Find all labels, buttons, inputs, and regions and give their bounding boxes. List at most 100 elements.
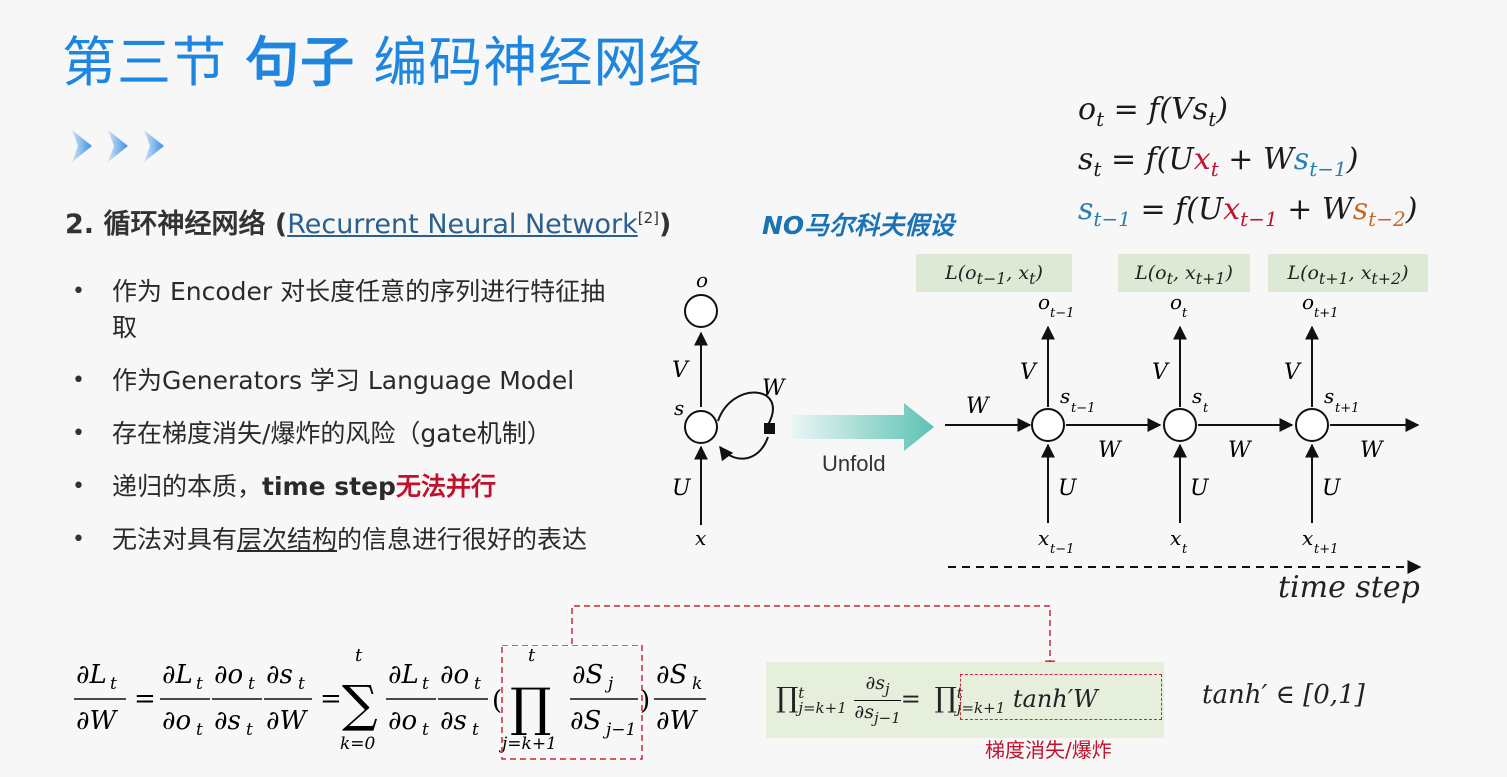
- svg-text:W: W: [1228, 438, 1253, 463]
- svg-text:V: V: [1020, 360, 1038, 385]
- bullet-item: 作为 Encoder 对长度任意的序列进行特征抽取: [70, 274, 630, 346]
- svg-text:t−1: t−1: [1071, 401, 1095, 416]
- svg-text:x: x: [1170, 526, 1181, 550]
- bullet-text: 无法对具有: [112, 525, 238, 554]
- svg-text:∂S: ∂S: [572, 660, 603, 690]
- equation-st: st = f(Uxt + Wst−1): [1078, 142, 1359, 181]
- svg-text:∂o: ∂o: [440, 660, 469, 690]
- section-prefix: 2. 循环神经网络 (: [65, 209, 288, 240]
- reference-marker[interactable]: [2]: [637, 209, 659, 227]
- svg-text:s: s: [1060, 384, 1070, 408]
- section-suffix: ): [658, 209, 672, 240]
- svg-text:∂S: ∂S: [570, 706, 601, 736]
- svg-text:V: V: [1152, 360, 1170, 385]
- svg-text:): ): [640, 686, 650, 716]
- svg-text:∂s: ∂s: [440, 706, 467, 736]
- bullet-text: 作为Generators 学习 Language Model: [112, 366, 575, 395]
- svg-text:x: x: [1038, 526, 1049, 550]
- folded-state-node: [684, 410, 718, 444]
- svg-text:∂o: ∂o: [214, 660, 243, 690]
- loss-box: L(ot+1, xt+2): [1268, 254, 1428, 292]
- equation-st-1: st−1 = f(Uxt−1 + Wst−2): [1078, 192, 1418, 231]
- svg-text:V: V: [1284, 360, 1302, 385]
- time-step-label: time step: [1278, 570, 1420, 605]
- svg-text:t+1: t+1: [1314, 306, 1338, 321]
- svg-text:∂W: ∂W: [266, 706, 308, 736]
- svg-text:∂s: ∂s: [214, 706, 241, 736]
- vanish-label: 梯度消失/爆炸: [985, 738, 1112, 762]
- svg-text:∂W: ∂W: [656, 706, 698, 736]
- svg-text:W: W: [966, 394, 991, 419]
- bullet-item: 存在梯度消失/爆炸的风险（gate机制）: [70, 416, 630, 452]
- svg-text:t: t: [1182, 542, 1188, 557]
- svg-text:t: t: [298, 674, 305, 694]
- bullet-text: 递归的本质，: [112, 472, 263, 501]
- slide-title: 第三节 句子 编码神经网络: [62, 18, 703, 97]
- svg-text:=: =: [134, 684, 156, 714]
- svg-text:∂o: ∂o: [388, 706, 417, 736]
- equation-ot: ot = f(Vst): [1078, 92, 1228, 131]
- bullet-text: 存在梯度消失/爆炸的风险（gate机制）: [112, 419, 552, 448]
- folded-v-label: V: [672, 358, 690, 383]
- svg-text:t: t: [528, 645, 536, 666]
- vanish-highlight-box: [960, 674, 1162, 720]
- folded-w-label: W: [762, 376, 787, 401]
- folded-s-label: s: [674, 396, 684, 420]
- svg-text:x: x: [1302, 526, 1313, 550]
- svg-text:∂L: ∂L: [388, 660, 419, 690]
- svg-text:t: t: [1203, 401, 1209, 416]
- svg-text:∂s: ∂s: [266, 660, 293, 690]
- svg-text:t−1: t−1: [1050, 542, 1074, 557]
- svg-text:W: W: [1360, 438, 1385, 463]
- title-suffix: 编码神经网络: [373, 31, 704, 94]
- title-bold: 句子: [245, 31, 356, 94]
- chevron-arrows-icon: [72, 130, 164, 162]
- svg-text:∂L: ∂L: [76, 660, 107, 690]
- svg-text:o: o: [1038, 290, 1050, 314]
- bullet-item: 无法对具有层次结构的信息进行很好的表达: [70, 522, 630, 558]
- svg-text:k: k: [692, 674, 702, 694]
- bullet-highlight: 无法并行: [395, 472, 496, 501]
- svg-text:t: t: [422, 674, 429, 694]
- svg-text:t: t: [472, 720, 479, 740]
- loss-box: L(ot−1, xt): [916, 254, 1072, 292]
- folded-x-label: x: [695, 526, 706, 550]
- svg-text:U: U: [1322, 476, 1342, 501]
- tanh-range: tanh′ ∈ [0,1]: [1202, 680, 1365, 710]
- svg-text:j: j: [604, 674, 614, 694]
- svg-text:t: t: [110, 674, 117, 694]
- svg-text:s: s: [1324, 384, 1334, 408]
- tanh-product-formula: ∏tj=k+1 ∂sj∂sj−1= ∏tj=k+1 tanh′W: [776, 672, 1098, 727]
- folded-u-label: U: [672, 476, 692, 501]
- svg-text:t: t: [1182, 306, 1188, 321]
- svg-text:∏: ∏: [510, 678, 551, 738]
- svg-text:∂L: ∂L: [162, 660, 193, 690]
- bullet-underline: 层次结构: [237, 525, 338, 554]
- svg-text:(: (: [492, 686, 502, 716]
- rnn-link[interactable]: Recurrent Neural Network: [287, 209, 638, 240]
- svg-text:o: o: [1302, 290, 1314, 314]
- svg-text:t+1: t+1: [1314, 542, 1338, 557]
- bullet-text: 作为 Encoder 对长度任意的序列进行特征抽取: [112, 277, 606, 342]
- unfold-arrow-icon: [792, 403, 934, 451]
- bullet-item: 作为Generators 学习 Language Model: [70, 363, 630, 399]
- svg-text:t: t: [196, 674, 203, 694]
- folded-o-label: o: [696, 268, 708, 292]
- bullet-bold: time step: [262, 472, 396, 501]
- svg-text:t: t: [248, 674, 255, 694]
- svg-text:U: U: [1058, 476, 1078, 501]
- loss-box: L(ot, xt+1): [1118, 254, 1250, 292]
- svg-text:j−1: j−1: [602, 720, 636, 740]
- folded-output-node: [684, 294, 718, 328]
- title-prefix: 第三节: [62, 31, 227, 94]
- svg-text:=: =: [320, 684, 342, 714]
- svg-text:t−1: t−1: [1050, 306, 1074, 321]
- svg-text:t: t: [246, 720, 253, 740]
- svg-text:W: W: [1098, 438, 1123, 463]
- bullet-text: 的信息进行很好的表达: [337, 525, 588, 554]
- svg-text:t: t: [196, 720, 203, 740]
